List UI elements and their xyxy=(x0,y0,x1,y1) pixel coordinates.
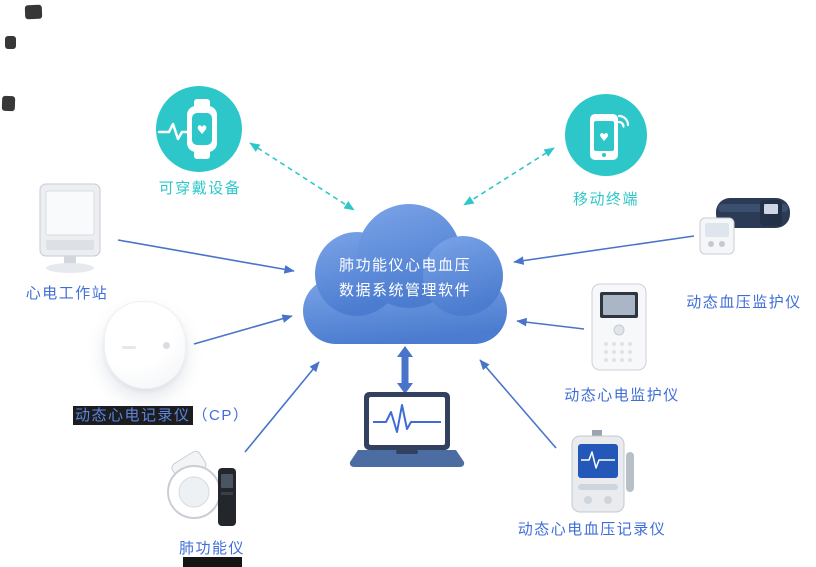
arrow-bpmonitor-cloud xyxy=(513,235,695,265)
cloud-title: 肺功能仪心电血压 数据系统管理软件 xyxy=(339,253,471,303)
arrow-recorder-cloud xyxy=(193,314,293,345)
arrow-ecgmonitor-cloud xyxy=(516,317,585,330)
smartwatch-heart-icon: ♥ xyxy=(156,86,242,172)
ecg-bp-recorder-label: 动态心电血压记录仪 xyxy=(517,521,667,538)
mobile-label: 移动终端 xyxy=(572,191,640,208)
arrow-spirometer-cloud xyxy=(244,361,320,453)
cloud-body xyxy=(303,204,507,344)
holter-recorder-label-highlighted: 动态心电记录仪 xyxy=(73,406,193,425)
ecg-bp-recorder-image xyxy=(571,430,634,513)
arrow-workstation-cloud xyxy=(117,239,295,274)
holter-recorder-label: 动态心电记录仪（CP） xyxy=(73,404,249,425)
ecg-workstation-label: 心电工作站 xyxy=(25,285,109,302)
cloud-icon xyxy=(303,204,507,344)
cloud-title-line1: 肺功能仪心电血压 xyxy=(338,257,472,274)
arrow-wearable-cloud xyxy=(249,142,355,211)
heart-icon: ♥ xyxy=(599,131,609,144)
smartphone-heart-signal-icon: ♥ xyxy=(565,94,647,176)
recorder-slot xyxy=(122,346,136,349)
arrow-cloud-laptop-bidirectional xyxy=(397,346,413,394)
stray-mark xyxy=(1,95,16,112)
signal-waves-icon xyxy=(617,114,630,127)
heartbeat-line-icon xyxy=(157,122,191,141)
spirometer-image xyxy=(167,450,236,526)
ecg-workstation-image xyxy=(39,183,101,273)
cloud-title-line2: 数据系统管理软件 xyxy=(338,282,472,299)
stray-dark-bar xyxy=(183,557,242,567)
ecg-trace xyxy=(373,404,441,433)
heart-icon: ♥ xyxy=(197,123,208,137)
bp-monitor-image xyxy=(699,198,790,255)
arrow-mobile-cloud xyxy=(463,147,555,206)
arrow-ecgbprecorder-cloud xyxy=(479,359,557,449)
ecg-monitor-image xyxy=(591,283,647,371)
ecg-trace xyxy=(581,451,615,469)
stray-mark xyxy=(5,36,16,49)
recorder-button xyxy=(163,342,170,349)
laptop-ecg-icon xyxy=(349,392,465,467)
holter-recorder-label-suffix: （CP） xyxy=(192,407,250,424)
holter-recorder-image xyxy=(104,301,186,389)
wearable-label: 可穿戴设备 xyxy=(158,180,242,197)
stray-mark xyxy=(24,4,43,20)
bp-monitor-label: 动态血压监护仪 xyxy=(686,294,802,311)
ecg-monitor-label: 动态心电监护仪 xyxy=(564,387,680,404)
spirometer-label: 肺功能仪 xyxy=(178,540,246,557)
